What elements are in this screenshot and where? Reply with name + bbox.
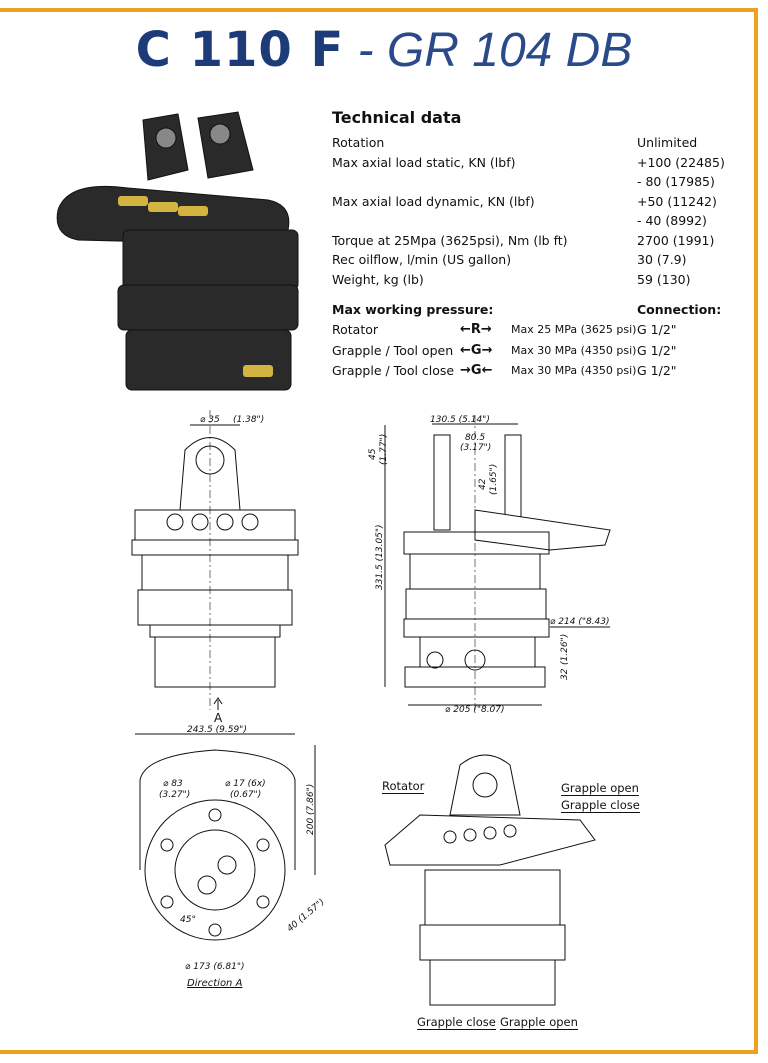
dim-dia-205: ⌀ 205 ("8.07) xyxy=(445,705,505,715)
angle-45: 45° xyxy=(180,915,196,925)
spec-row: Weight, kg (lb) 59 (130) xyxy=(332,270,732,290)
pressure-row: Grapple / Tool open ←G→ Max 30 MPa (4350 p… xyxy=(332,341,752,362)
port-pressure: Max 30 MPa (4350 psi) xyxy=(511,343,637,357)
isometric-drawing xyxy=(384,754,596,1006)
spec-label: Max axial load static, KN (lbf) xyxy=(332,154,516,170)
dim-inner-in: (3.17") xyxy=(460,443,491,453)
spec-row: - 80 (17985) xyxy=(332,172,732,192)
dim-top: 45 xyxy=(368,448,378,460)
model-name: C 110 F xyxy=(135,22,345,78)
technical-data-heading: Technical data xyxy=(332,108,462,127)
port-label: Grapple / Tool open xyxy=(332,342,454,358)
spec-value: 30 (7.9) xyxy=(637,252,687,267)
dim-173: ⌀ 173 (6.81") xyxy=(185,962,245,972)
spec-row: Rotation Unlimited xyxy=(332,133,732,153)
port-label: Rotator xyxy=(332,322,379,337)
dim-pin-diameter: ⌀ 35 xyxy=(200,415,220,425)
dim-width: 130.5 (5.14") xyxy=(430,415,490,425)
port-symbol: →G← xyxy=(460,363,493,378)
technical-data-table: Technical data Rotation Unlimited Max axi… xyxy=(332,108,732,289)
product-photo xyxy=(56,111,299,391)
spec-row: Rec oilflow, l/min (US gallon) 30 (7.9) xyxy=(332,250,732,270)
spec-row: Max axial load static, KN (lbf) +100 (224… xyxy=(332,153,732,173)
spec-row: - 40 (8992) xyxy=(332,211,732,231)
spec-label: Max axial load dynamic, KN (lbf) xyxy=(332,193,535,209)
side-view-drawing: 130.5 (5.14") 80.5 (3.17") 45 (1.77") 42… xyxy=(368,415,611,715)
dim-32-in: (1.26") xyxy=(560,634,570,665)
pressure-table: Max working pressure: Connection: Rotator… xyxy=(332,300,752,382)
bottom-view-drawing: 243.5 (9.59") ⌀ 83 (3.27") ⌀ 17 (6x) (0.… xyxy=(135,725,327,989)
dim-hole-in: (1.65") xyxy=(489,464,499,495)
direction-a-caption: Direction A xyxy=(187,978,243,989)
title-separator: - xyxy=(344,24,387,77)
label-grapple-open-bottom: Grapple open xyxy=(500,1015,578,1030)
label-grapple-open-top: Grapple open xyxy=(561,781,639,796)
dim-dia-214: ⌀ 214 ("8.43) xyxy=(550,617,610,627)
dim-17-in: (0.67") xyxy=(230,790,261,800)
dim-32: 32 xyxy=(560,668,570,680)
port-connection: G 1/2" xyxy=(637,342,677,358)
spec-value: 2700 (1991) xyxy=(637,232,715,248)
spec-label: Torque at 25Mpa (3625psi), Nm (lb ft) xyxy=(332,232,568,248)
spec-value: Unlimited xyxy=(637,135,698,150)
spec-value: - 40 (8992) xyxy=(637,213,707,228)
frame-border-right xyxy=(754,8,758,1054)
spec-value: 59 (130) xyxy=(637,271,691,287)
connection-heading: Connection: xyxy=(637,302,722,317)
page-title: C 110 F - GR 104 DB xyxy=(0,22,768,79)
spec-row: Max axial load dynamic, KN (lbf) +50 (112… xyxy=(332,192,732,212)
dim-height: 331.5 (13.05") xyxy=(375,524,385,590)
dim-top-in: (1.77") xyxy=(379,434,389,465)
spec-row: Torque at 25Mpa (3625psi), Nm (lb ft) 270… xyxy=(332,231,732,251)
port-symbol: ←R→ xyxy=(460,322,492,337)
dim-overall-width: 243.5 (9.59") xyxy=(187,725,247,735)
label-grapple-close-top: Grapple close xyxy=(561,798,640,813)
spec-label: Weight, kg (lb) xyxy=(332,271,424,287)
dim-hole: 42 xyxy=(478,478,488,490)
dim-17: ⌀ 17 (6x) xyxy=(225,779,266,789)
port-pressure: Max 25 MPa (3625 psi) xyxy=(511,323,637,336)
dim-40: 40 (1.57") xyxy=(286,897,327,934)
pressure-row: Rotator ←R→ Max 25 MPa (3625 psi)G 1/2" xyxy=(332,320,752,341)
frame-border-top xyxy=(0,8,758,12)
spec-value: - 80 (17985) xyxy=(637,174,715,189)
label-rotator: Rotator xyxy=(382,779,425,794)
spec-label: Rec oilflow, l/min (US gallon) xyxy=(332,252,512,267)
dim-inner: 80.5 xyxy=(465,433,485,443)
port-label: Grapple / Tool close xyxy=(332,363,455,378)
dim-200: 200 (7.86") xyxy=(306,784,316,835)
port-connection: G 1/2" xyxy=(637,322,677,337)
view-arrow-label: A xyxy=(214,711,223,725)
dim-pin-diameter-in: (1.38") xyxy=(233,415,264,425)
spec-value: +100 (22485) xyxy=(637,154,725,170)
spec-value: +50 (11242) xyxy=(637,193,717,209)
dim-83: ⌀ 83 xyxy=(163,779,183,789)
spec-label: Rotation xyxy=(332,135,385,150)
pressure-row: Grapple / Tool close →G← Max 30 MPa (4350 … xyxy=(332,361,752,382)
port-pressure: Max 30 MPa (4350 psi) xyxy=(511,364,637,377)
frame-border-bottom xyxy=(0,1050,758,1054)
dim-83-in: (3.27") xyxy=(159,790,190,800)
model-subtitle: GR 104 DB xyxy=(386,24,633,77)
port-symbol: ←G→ xyxy=(460,342,493,358)
pressure-heading: Max working pressure: xyxy=(332,302,494,317)
front-view-drawing: ⌀ 35 (1.38") A xyxy=(131,410,299,725)
label-grapple-close-bottom: Grapple close xyxy=(417,1015,496,1030)
port-connection: G 1/2" xyxy=(637,363,677,378)
